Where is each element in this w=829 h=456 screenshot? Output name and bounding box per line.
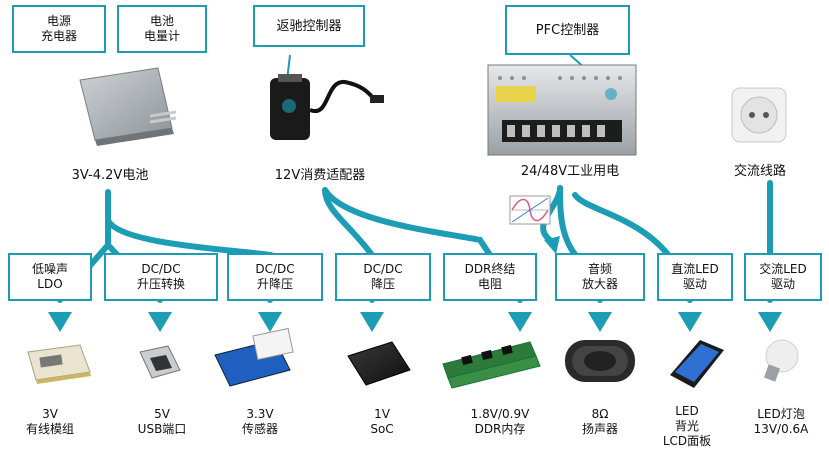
ac-led-driver-box: 交流LED 驱动	[744, 253, 822, 301]
battery-gauge-box: 电池 电量计	[117, 5, 207, 53]
ddr-image	[442, 341, 541, 389]
socket-image	[731, 87, 787, 143]
buck-converter-box: DC/DC 降压	[335, 253, 431, 301]
dc-led-driver-label: 直流LED 驱动	[671, 262, 719, 291]
sensor-image	[214, 327, 294, 387]
ldo-label: 低噪声 LDO	[31, 262, 68, 291]
charger-box: 电源 充电器	[12, 5, 106, 53]
pfc-controller-box: PFC控制器	[505, 5, 630, 55]
dc-led-driver-box: 直流LED 驱动	[657, 253, 733, 301]
usb-port-label: 5V USB端口	[137, 407, 187, 436]
buck-converter-label: DC/DC 降压	[363, 262, 403, 291]
soc-label: 1V SoC	[370, 407, 394, 436]
adapter-image	[270, 74, 384, 140]
battery-source-label: 3V-4.2V电池	[71, 168, 149, 183]
speaker-image	[565, 340, 635, 382]
boost-converter-label: DC/DC 升压转换	[136, 262, 185, 291]
led-bulb-label: LED灯泡 13V/0.6A	[753, 407, 809, 436]
adapter-source-label: 12V消费适配器	[274, 168, 366, 183]
wired-module-label: 3V 有线模组	[25, 407, 74, 436]
charger-label: 电源 充电器	[40, 14, 77, 43]
battery-image	[79, 67, 177, 146]
ddr-memory-label: 1.8V/0.9V DDR内存	[470, 407, 530, 436]
industrial-source-label: 24/48V工业用电	[520, 164, 620, 179]
boost-converter-box: DC/DC 升压转换	[104, 253, 218, 301]
ac-source-label: 交流线路	[733, 164, 786, 179]
wired-module-image	[27, 344, 91, 384]
buck-boost-box: DC/DC 升降压	[227, 253, 323, 301]
sensor-label: 3.3V 传感器	[241, 407, 278, 436]
arrowheads	[48, 236, 782, 332]
flyback-controller-box: 返驰控制器	[253, 5, 365, 47]
usb-port-image	[139, 345, 181, 379]
lcd-image	[670, 340, 724, 388]
pfc-controller-label: PFC控制器	[535, 22, 600, 38]
audio-amplifier-label: 音频 放大器	[581, 262, 618, 291]
buck-boost-label: DC/DC 升降压	[255, 262, 295, 291]
speaker-label: 8Ω 扬声器	[581, 407, 618, 436]
ddr-termination-label: DDR终结 电阻	[464, 262, 516, 291]
ldo-box: 低噪声 LDO	[8, 253, 92, 301]
audio-amplifier-box: 音频 放大器	[555, 253, 645, 301]
lcd-panel-label: LED 背光 LCD面板	[662, 404, 712, 448]
soc-image	[347, 341, 411, 386]
psu-image	[487, 64, 637, 156]
sine-inset	[509, 195, 551, 225]
flyback-controller-label: 返驰控制器	[276, 18, 342, 34]
battery-gauge-label: 电池 电量计	[143, 14, 180, 43]
bulb-image	[763, 339, 799, 382]
ddr-termination-box: DDR终结 电阻	[443, 253, 537, 301]
ac-led-driver-label: 交流LED 驱动	[759, 262, 807, 291]
